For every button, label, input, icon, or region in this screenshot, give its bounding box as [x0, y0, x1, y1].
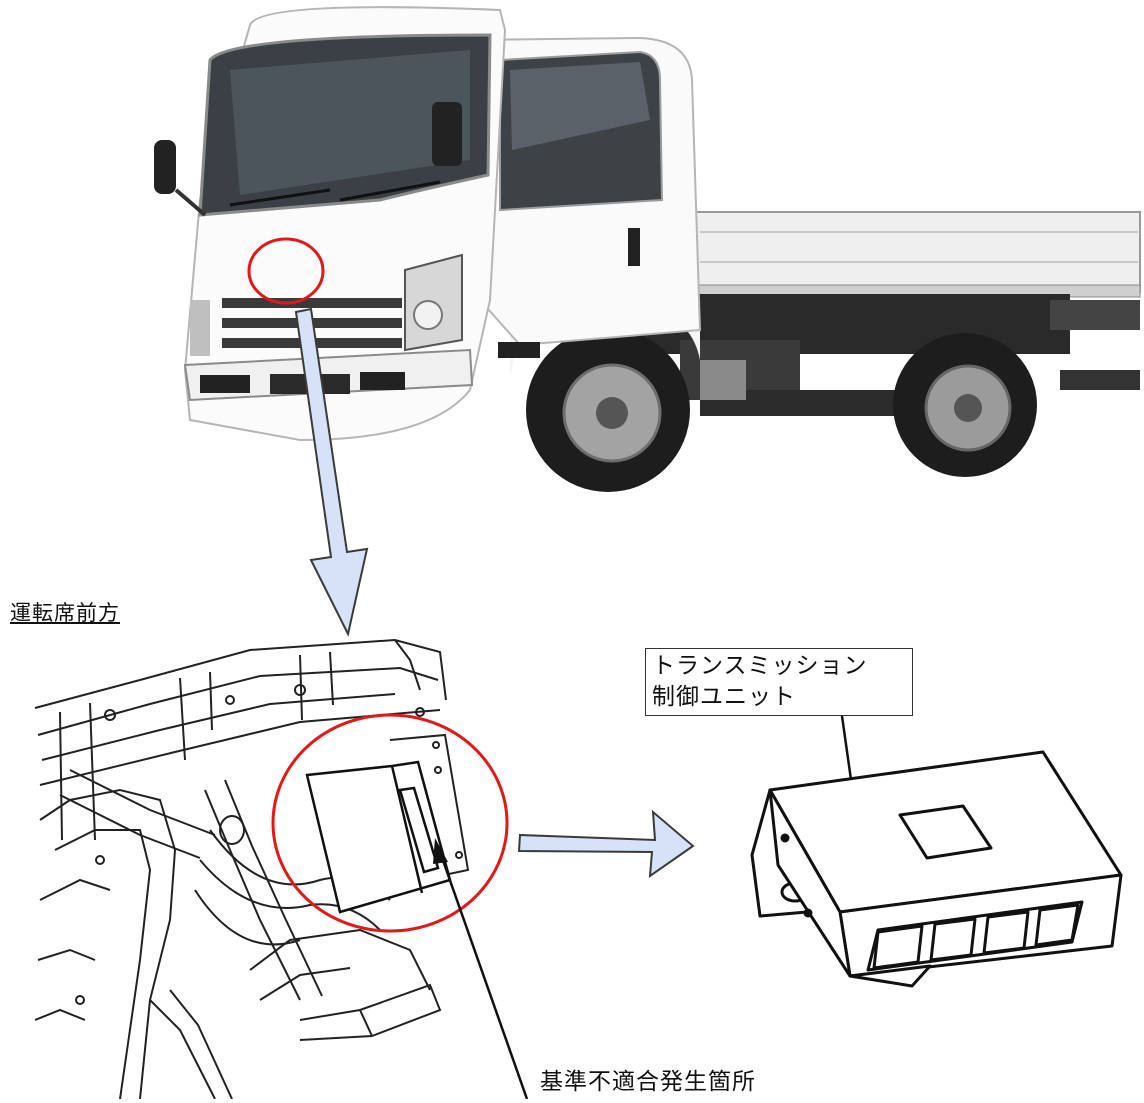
transmission-control-unit-drawing: [750, 750, 1123, 988]
pointer-arrow-down: [294, 307, 369, 637]
tcu-in-dashboard: [305, 760, 452, 914]
pointer-arrow-right: [517, 809, 695, 879]
tcu-callout-line1: トランスミッション: [652, 653, 868, 679]
tcu-callout-box: トランスミッション 制御ユニット: [645, 648, 913, 716]
defect-leader-line: [433, 838, 529, 1100]
highlight-circle-dashboard: [271, 713, 509, 933]
highlight-circle-truck: [247, 237, 325, 305]
front-of-driver-seat-label: 運転席前方: [10, 601, 120, 625]
defect-location-label: 基準不適合発生箇所: [540, 1069, 756, 1095]
truck-illustration: [154, 6, 1141, 492]
dashboard-line-drawing: [34, 638, 470, 1100]
tcu-callout-line2: 制御ユニット: [652, 684, 796, 710]
